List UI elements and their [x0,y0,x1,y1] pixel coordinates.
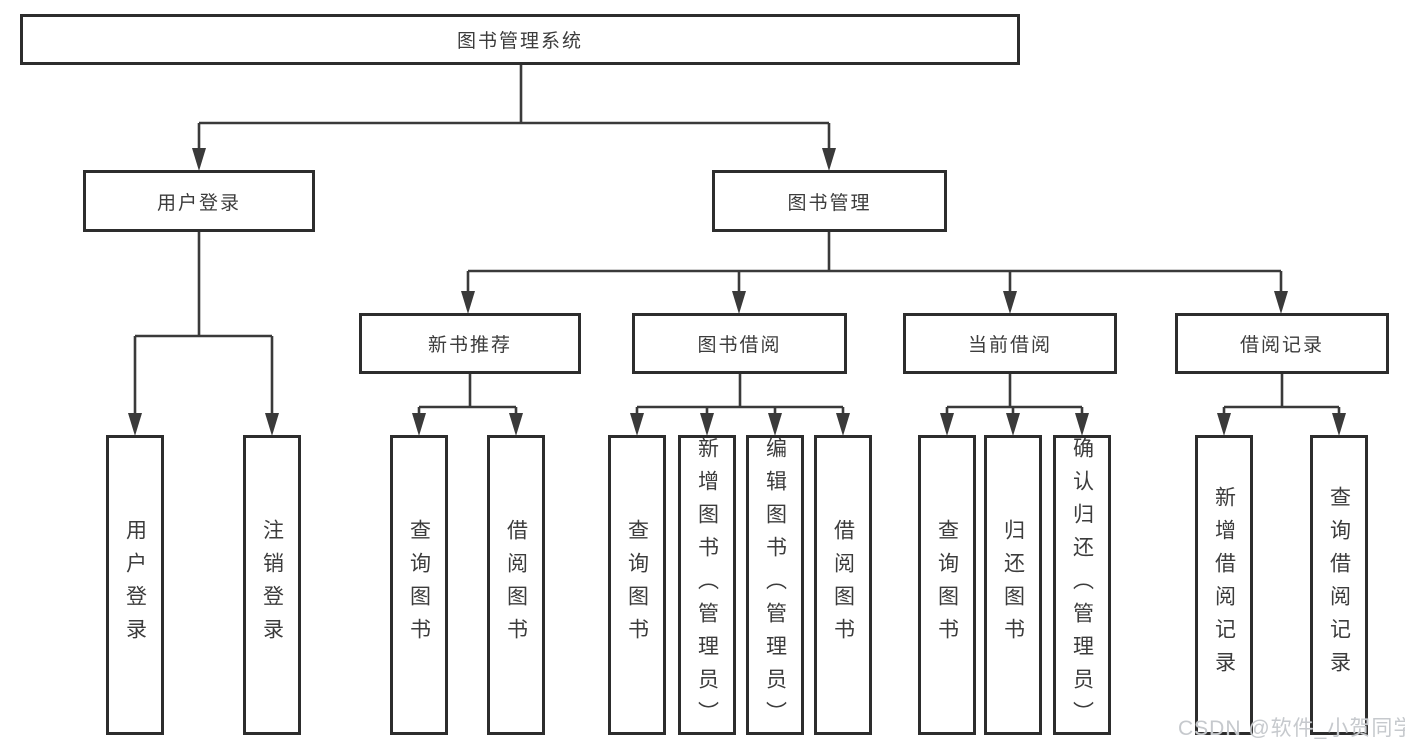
connector-arrowheads [128,148,1346,436]
node-leaf-logout: 注销登录 [243,435,301,735]
node-leaf-query-borrow-record: 查询借阅记录 [1310,435,1368,735]
node-leaf-query-books-borrowing: 查询图书 [608,435,666,735]
node-leaf-user-login: 用户登录 [106,435,164,735]
node-leaf-confirm-return-admin: 确认归还（管理员） [1053,435,1111,735]
node-label: 借阅图书 [504,519,528,651]
node-label: 新增图书（管理员） [695,436,719,734]
node-label: 图书管理系统 [456,31,583,52]
node-borrowing-records: 借阅记录 [1175,313,1389,374]
connector-paths [133,65,1341,414]
node-label: 借阅记录 [1239,335,1324,356]
node-label: 新增借阅记录 [1212,486,1236,684]
node-book-management-system: 图书管理系统 [20,14,1020,65]
node-label: 确认归还（管理员） [1070,436,1094,734]
node-label: 查询图书 [935,519,959,651]
node-label: 查询图书 [407,519,431,651]
node-leaf-add-books-admin: 新增图书（管理员） [678,435,736,735]
node-leaf-query-books-newbook: 查询图书 [390,435,448,735]
node-label: 用户登录 [156,192,241,214]
node-label: 图书借阅 [697,335,782,356]
node-leaf-return-books: 归还图书 [984,435,1042,735]
node-leaf-add-borrow-record: 新增借阅记录 [1195,435,1253,735]
node-label: 归还图书 [1001,519,1025,651]
node-book-borrowing: 图书借阅 [632,313,847,374]
node-current-borrowing: 当前借阅 [903,313,1117,374]
node-user-login: 用户登录 [83,170,315,232]
node-label: 当前借阅 [967,335,1052,356]
node-leaf-borrow-books-newbook: 借阅图书 [487,435,545,735]
node-label: 图书管理 [787,192,872,214]
node-new-book-recommendation: 新书推荐 [359,313,581,374]
node-leaf-query-books-current: 查询图书 [918,435,976,735]
csdn-watermark: CSDN @软件_小贺同学 [1178,717,1405,740]
node-leaf-edit-books-admin: 编辑图书（管理员） [746,435,804,735]
node-leaf-borrow-books-borrowing: 借阅图书 [814,435,872,735]
node-label: 借阅图书 [831,519,855,651]
node-label: 查询借阅记录 [1327,486,1351,684]
node-label: 新书推荐 [427,335,512,356]
node-label: 查询图书 [625,519,649,651]
node-book-management: 图书管理 [712,170,947,232]
node-label: 注销登录 [260,519,284,651]
node-label: 编辑图书（管理员） [763,436,787,734]
node-label: 用户登录 [123,519,147,651]
